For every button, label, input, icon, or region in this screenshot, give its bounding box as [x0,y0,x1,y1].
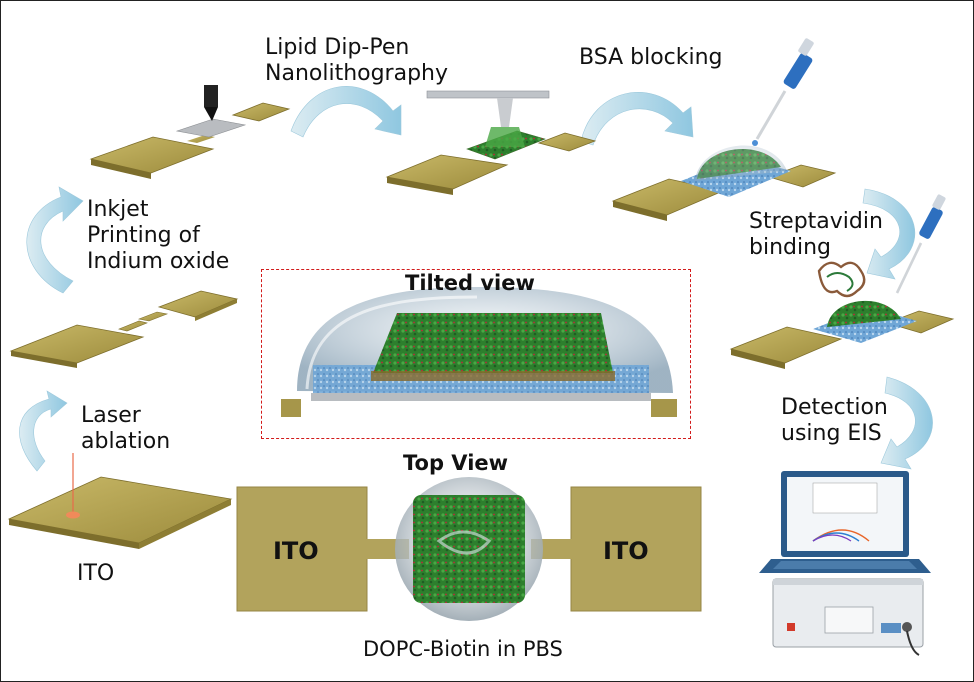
top-view-caption: DOPC-Biotin in PBS [363,637,563,661]
laser-line-2: ablation [81,428,171,454]
arrow-inkjet [26,186,84,294]
dpn-line-2: Nanolithography [265,60,449,86]
tilted-view-illustration [281,287,677,417]
lipid-pattern [413,495,525,603]
step-label-detection: Detection using EIS [781,395,888,447]
detect-line-2: using EIS [781,420,882,446]
ito-label-right: ITO [603,537,649,565]
top-view-title: Top View [403,451,509,475]
inkjet-electrode-illustration [89,85,291,179]
step-label-streptavidin: Streptavidin binding [749,209,883,261]
ito-pad-left [236,486,368,612]
laser-line-1: Laser [81,403,141,428]
pipette-icon-strep [895,194,946,294]
step-label-laser: Laser ablation [81,403,170,455]
strep-line-1: Streptavidin [749,209,883,234]
tilted-view-frame [261,269,691,439]
strep-line-2: binding [749,234,832,260]
step-label-ito: ITO [77,561,115,586]
detect-line-1: Detection [781,395,888,420]
arrow-bsa [580,92,694,146]
step-label-inkjet: Inkjet Printing of Indium oxide [87,197,229,275]
potentiostat-icon [772,578,924,656]
top-view-illustration [236,477,702,621]
tilted-view-title: Tilted view [405,271,535,295]
bsa-illustration [611,38,837,221]
ito-substrate-illustration [7,453,233,549]
inkjet-line-2: Printing of [87,222,200,248]
inkjet-line-3: Indium oxide [87,248,230,274]
laptop-icon [759,471,931,573]
arrow-detect [880,376,933,470]
ito-label-left: ITO [273,537,319,565]
step-label-bsa: BSA blocking [579,45,723,70]
eis-setup-illustration [759,471,931,656]
ito-pad-right [570,486,702,612]
arrow-dpn [290,86,402,138]
streptavidin-protein-icon [817,261,866,298]
patterned-electrode-illustration [9,290,239,368]
dpn-line-1: Lipid Dip-Pen [265,35,410,60]
step-label-dpn: Lipid Dip-Pen Nanolithography [265,35,448,87]
pipette-icon-bsa [752,38,814,146]
arrow-laser [19,390,68,472]
dpn-illustration [385,90,597,195]
arrow-strep [862,188,916,280]
streptavidin-illustration [729,194,955,369]
inkjet-line-1: Inkjet [87,197,149,222]
